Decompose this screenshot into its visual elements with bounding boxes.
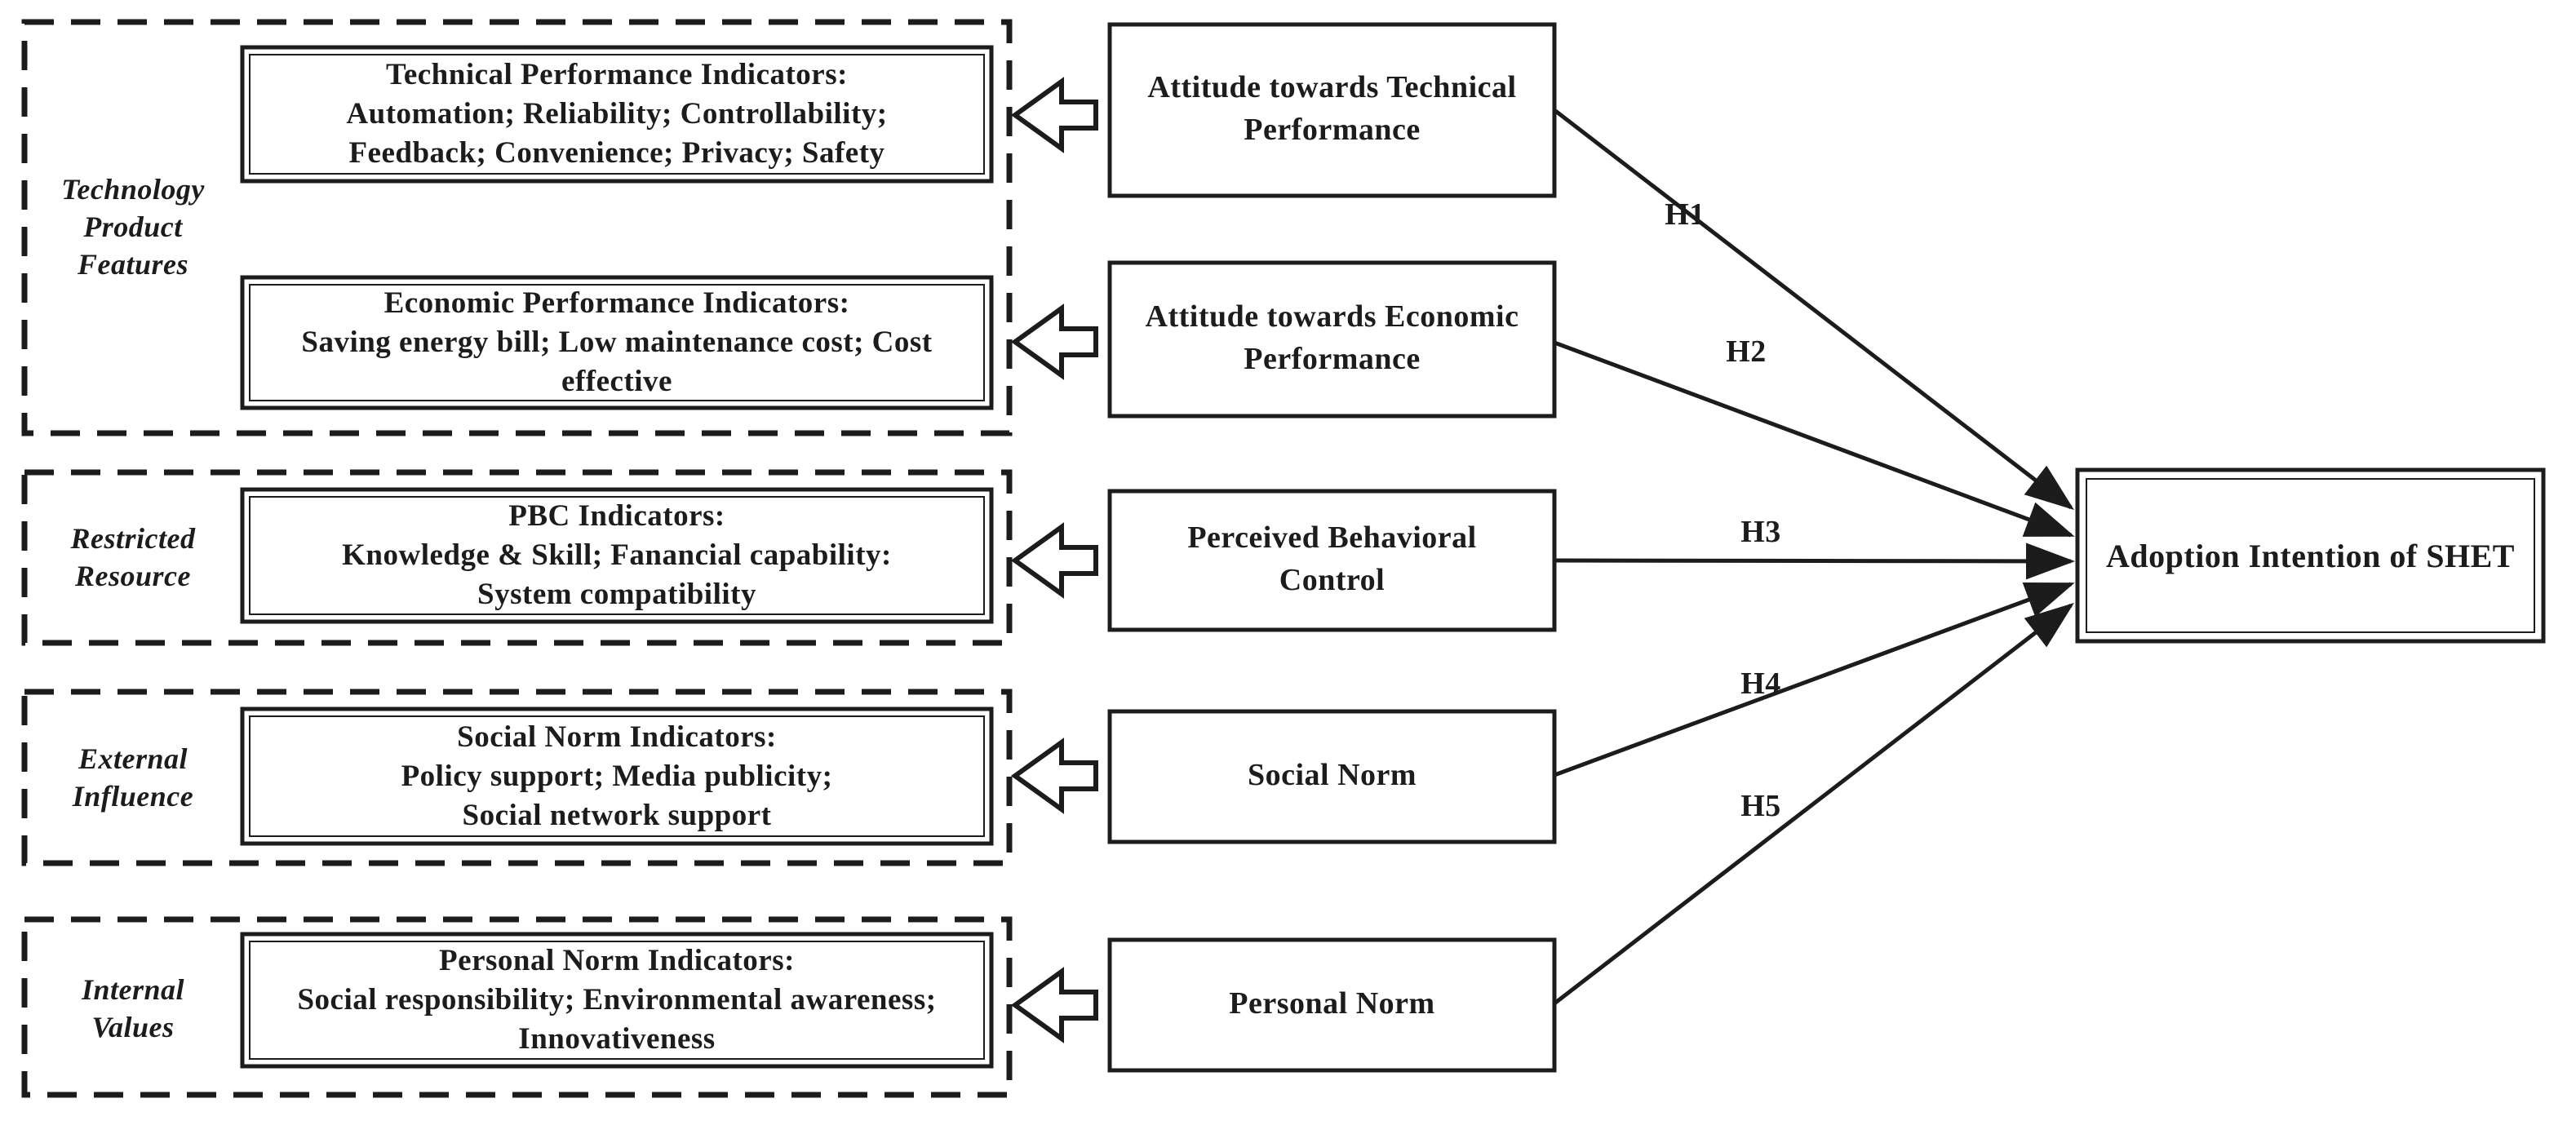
construct-box-social-norm [1107, 709, 1557, 844]
hypothesis-label-h4: H4 [1740, 667, 1781, 701]
indicator-box-economic-rim [249, 284, 985, 401]
hypothesis-label-h2: H2 [1726, 334, 1767, 369]
construct-label-attitude-economic: Attitude towards Economic Performance [1145, 299, 1519, 376]
hollow-arrow-left-icon [1010, 77, 1098, 153]
group-label-external-influence: External Influence [72, 742, 194, 813]
indicator-box-personal-norm [240, 932, 994, 1069]
indicator-box-social-norm-rim [249, 715, 985, 837]
group-label-internal-values: Internal Values [81, 973, 185, 1043]
indicator-box-pbc [240, 487, 994, 624]
indicator-box-technical [240, 45, 994, 184]
construct-box-personal-norm [1107, 937, 1557, 1073]
hypothesis-label-h5: H5 [1740, 789, 1781, 823]
construct-label-personal-norm: Personal Norm [1229, 986, 1435, 1021]
hollow-arrow-left-icon [1010, 522, 1098, 599]
hollow-arrow-left-icon [1010, 303, 1098, 380]
indicator-box-technical-rim [249, 54, 985, 175]
dashed-group-box-external-influence [21, 689, 1013, 866]
group-label-technology-product-features: Technology Product Features [61, 172, 205, 281]
hypothesis-label-h1: H1 [1665, 197, 1705, 232]
dashed-group-box-technology-product-features [21, 19, 1013, 436]
indicator-box-economic [240, 275, 994, 410]
construct-box-attitude-economic [1107, 260, 1557, 419]
indicator-box-personal-norm-rim [249, 941, 985, 1060]
hypothesis-arrow-h2 [1554, 340, 2075, 538]
hypothesis-arrow-h1 [1553, 109, 2074, 511]
construct-label-attitude-technical: Attitude towards Technical Performance [1147, 69, 1517, 147]
hypothesis-arrow-h4 [1554, 582, 2075, 777]
indicator-box-text-pbc: PBC Indicators: Knowledge & Skill; Fanan… [342, 499, 892, 611]
construct-label-social-norm: Social Norm [1247, 758, 1417, 792]
indicator-box-text-economic: Economic Performance Indicators: Saving … [301, 286, 933, 398]
indicator-box-text-personal-norm: Personal Norm Indicators: Social respons… [297, 944, 937, 1056]
hypothesis-label-h3: H3 [1740, 515, 1781, 549]
indicator-box-pbc-rim [249, 496, 985, 615]
hypothesis-arrow-h3 [1554, 543, 2075, 580]
indicator-box-social-norm [240, 706, 994, 846]
indicator-box-text-social-norm: Social Norm Indicators: Policy support; … [401, 720, 833, 832]
group-label-restricted-resource: Restricted Resource [70, 522, 196, 592]
hypothesis-arrow-h5 [1553, 602, 2074, 1005]
construct-label-pbc: Perceived Behavioral Control [1187, 520, 1477, 597]
hollow-arrow-left-icon [1010, 967, 1098, 1043]
outcome-label: Adoption Intention of SHET [2106, 537, 2515, 574]
dashed-group-box-internal-values [21, 916, 1013, 1098]
dashed-group-box-restricted-resource [21, 469, 1013, 646]
hollow-arrow-left-icon [1010, 737, 1098, 814]
outcome-box [2075, 467, 2546, 644]
construct-box-pbc [1107, 489, 1557, 632]
indicator-box-text-technical: Technical Performance Indicators: Automa… [346, 58, 888, 170]
outcome-box-rim [2086, 478, 2535, 633]
